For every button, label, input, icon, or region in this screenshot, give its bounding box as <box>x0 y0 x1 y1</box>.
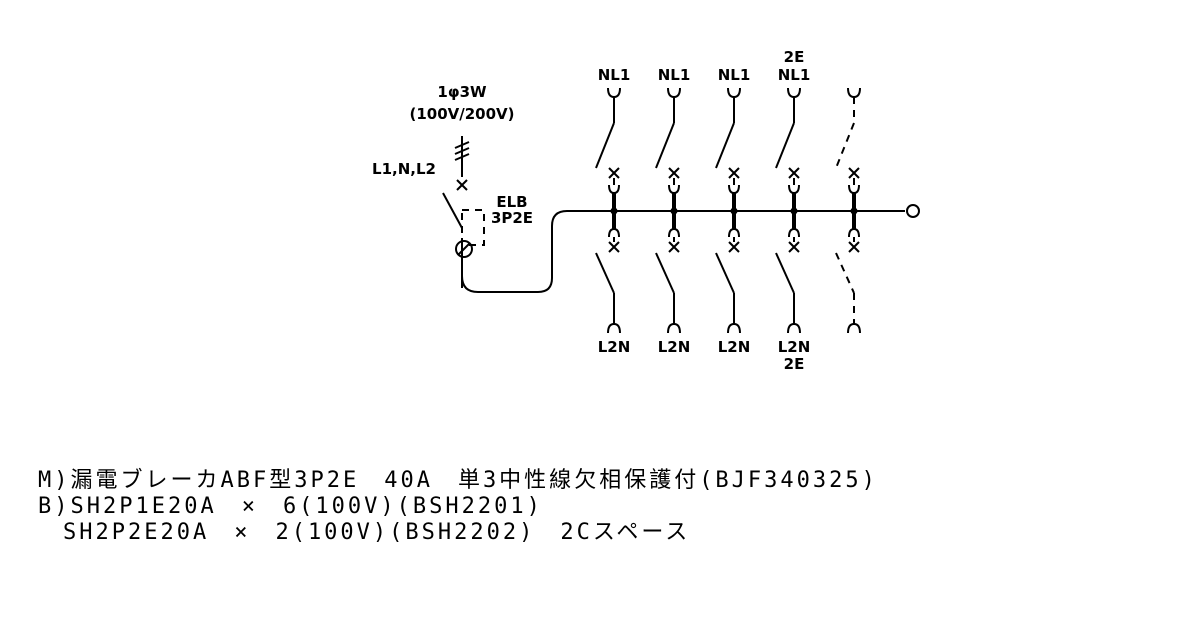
supply-phase-label: 1φ3W <box>437 83 487 101</box>
branch-bottom-label: L2N <box>718 338 751 356</box>
branch-top-label: NL1 <box>598 66 631 84</box>
incoming-supply-line <box>454 136 470 191</box>
branch-top-label: NL1 <box>718 66 751 84</box>
branch-bottom-extra-label: 2E <box>784 355 805 373</box>
branch-bottom-label: L2N <box>658 338 691 356</box>
branch-bottom-label: L2N <box>778 338 811 356</box>
spec-line-2: B)SH2P1E20A × 6(100V)(BSH2201) <box>38 494 543 519</box>
branch-top-label: NL1 <box>658 66 691 84</box>
busbar-end-terminal <box>906 204 920 218</box>
spec-line-1: M)漏電ブレーカABF型3P2E 40A 単3中性線欠相保護付(BJF34032… <box>38 468 878 493</box>
supply-voltage-label: (100V/200V) <box>409 105 514 123</box>
branch-breaker-5 <box>835 87 861 334</box>
supply-lines-label: L1,N,L2 <box>372 160 436 178</box>
branch-bottom-label: L2N <box>598 338 631 356</box>
main-breaker-name: ELB <box>496 193 527 211</box>
branch-top-label: NL1 <box>778 66 811 84</box>
spec-line-3: SH2P2E20A × 2(100V)(BSH2202) 2Cスペース <box>38 520 691 545</box>
main-breaker-type: 3P2E <box>491 209 533 227</box>
main-breaker-elb <box>442 192 905 293</box>
branch-top-extra-label: 2E <box>784 48 805 66</box>
